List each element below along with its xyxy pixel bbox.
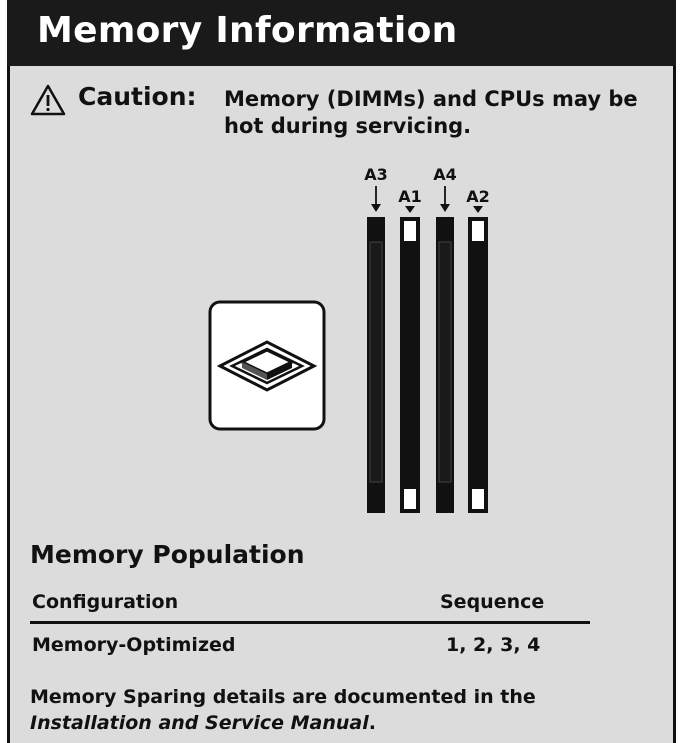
table-cell-sequence: 1, 2, 3, 4 [446,634,541,656]
dimm-slot-a2: A2 [466,187,490,513]
dimm-slot-a3: A3 [364,165,388,513]
memory-population-title: Memory Population [30,540,305,569]
dimm-slot-a4: A4 [433,165,457,513]
warning-triangle-icon [30,84,66,116]
manual-reference: Installation and Service Manual [30,712,369,734]
footer-note: Memory Sparing details are documented in… [30,684,660,736]
table-divider [30,621,590,624]
dimm-slot-a1: A1 [398,187,422,513]
column-header-sequence: Sequence [440,591,545,613]
slot-label-a2: A2 [466,187,490,206]
slot-label-a4: A4 [433,165,457,184]
table-cell-configuration: Memory-Optimized [32,634,236,656]
caution-text: Memory (DIMMs) and CPUs may be hot durin… [224,87,638,138]
header-bar: Memory Information [7,0,676,66]
footer-text-before: Memory Sparing details are documented in… [30,686,536,708]
footer-text-after: . [368,712,376,734]
caution-label: Caution: [78,82,197,111]
page-title: Memory Information [37,10,458,51]
column-header-configuration: Configuration [32,591,179,613]
caution-row: Caution: Memory (DIMMs) and CPUs may be … [30,82,670,142]
memory-info-panel [7,0,676,743]
slot-label-a3: A3 [364,165,388,184]
cpu-chip-icon [208,300,326,431]
slot-label-a1: A1 [398,187,422,206]
